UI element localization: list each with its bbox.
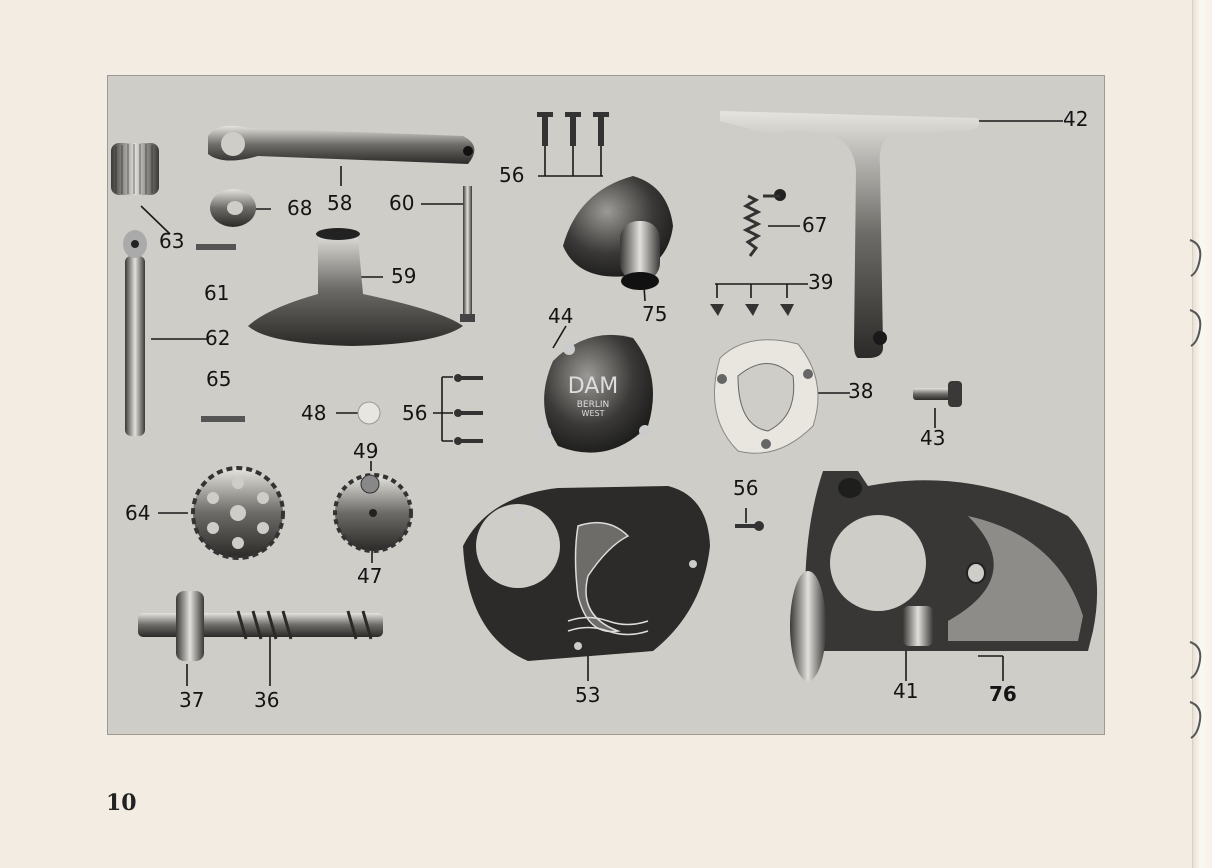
callout-47: 47 [357, 564, 383, 588]
callout-37: 37 [179, 688, 205, 712]
callout-60: 60 [389, 191, 415, 215]
callout-48: 48 [301, 401, 327, 425]
callout-62: 62 [205, 326, 231, 350]
parts-photo-plate: 42 56 58 60 63 68 67 61 59 75 39 62 44 6… [107, 75, 1105, 735]
callout-49: 49 [353, 439, 379, 463]
callout-68: 68 [287, 196, 313, 220]
callout-56: 56 [499, 163, 525, 187]
binding-staple-icon [1189, 309, 1202, 347]
callout-65: 65 [206, 367, 232, 391]
callout-43: 43 [920, 426, 946, 450]
callout-42: 42 [1063, 107, 1089, 131]
binding-staple-icon [1189, 239, 1202, 277]
callout-36: 36 [254, 688, 280, 712]
page-number: 10 [106, 790, 137, 816]
callout-75: 75 [642, 302, 668, 326]
callout-59: 59 [391, 264, 417, 288]
callout-38: 38 [848, 379, 874, 403]
callout-67: 67 [802, 213, 828, 237]
callout-39: 39 [808, 270, 834, 294]
page-edge [1192, 0, 1212, 868]
callout-64: 64 [125, 501, 151, 525]
callout-44: 44 [548, 304, 574, 328]
binding-staple-icon [1189, 701, 1202, 739]
dam-logo: DAM BERLIN WEST [558, 376, 628, 418]
logo-line1: BERLIN [576, 400, 610, 410]
callout-53: 53 [575, 683, 601, 707]
callout-63: 63 [159, 229, 185, 253]
logo-line2: WEST [581, 409, 605, 418]
callout-41: 41 [893, 679, 919, 703]
callout-56: 56 [402, 401, 428, 425]
callout-61: 61 [204, 281, 230, 305]
callout-76: 76 [989, 682, 1017, 706]
binding-staple-icon [1189, 641, 1202, 679]
logo-brand: DAM [567, 374, 619, 399]
parts-illustration [111, 111, 1098, 686]
callout-56: 56 [733, 476, 759, 500]
callout-58: 58 [327, 191, 353, 215]
